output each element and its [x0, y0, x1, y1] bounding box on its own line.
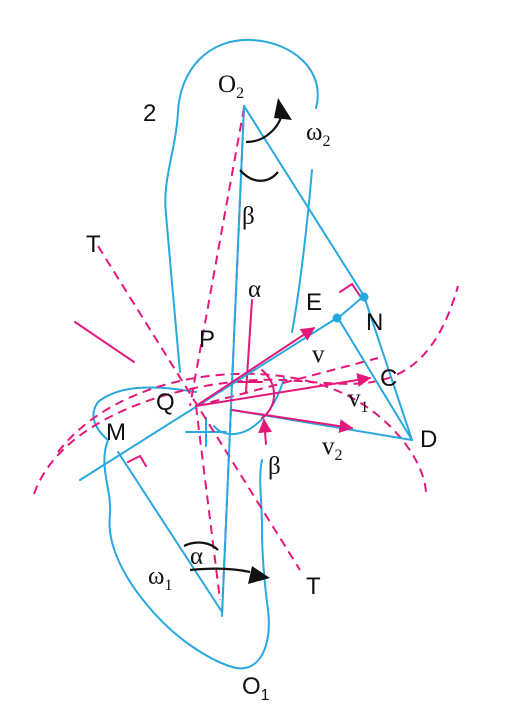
line-q-right	[195, 357, 379, 407]
label-d: D	[420, 426, 437, 453]
gear1-tooth-detail	[185, 417, 227, 447]
label-e: E	[306, 289, 322, 316]
beta-arc-top	[239, 169, 279, 182]
line-e-d	[337, 317, 413, 441]
point-n	[359, 292, 369, 302]
label-v1: v1	[348, 385, 369, 416]
label-m: M	[106, 419, 126, 446]
right-angle-n	[339, 282, 361, 297]
line-o2-q	[189, 107, 245, 407]
alpha-line	[245, 299, 253, 393]
label-v: v	[312, 341, 325, 368]
label-t-bottom: T	[306, 573, 321, 600]
alpha-arc-bottom	[183, 541, 219, 551]
label-n: N	[366, 309, 383, 336]
label-omega2: ω2	[306, 119, 330, 150]
gear1-outline	[92, 386, 270, 670]
right-angle-m	[127, 454, 147, 467]
velocity-v2-arrow	[231, 409, 354, 434]
pitch-circle-gear1	[57, 372, 427, 493]
velocity-v1-arrow	[195, 373, 372, 407]
pitch-circle-gear2	[33, 285, 459, 495]
label-q: Q	[156, 389, 175, 416]
label-v2: v2	[322, 433, 343, 464]
line-o1-m	[117, 451, 223, 613]
label-o2: O2	[218, 71, 244, 102]
label-p: P	[199, 326, 215, 353]
label-gear2: 2	[143, 100, 156, 127]
line-e-n	[337, 295, 365, 319]
label-beta-bottom: β	[268, 453, 281, 480]
label-c: C	[380, 365, 397, 392]
omega1-rotation-arrow	[189, 567, 251, 574]
label-omega1: ω1	[148, 563, 172, 594]
omega1-arrowhead	[248, 566, 270, 584]
beta-arc-bottom	[261, 369, 275, 419]
velocity-v-arrow	[195, 327, 316, 407]
omega2-arrowhead	[274, 98, 292, 120]
label-alpha-top: α	[248, 276, 261, 303]
line-q-o1	[195, 405, 221, 601]
common-tangent	[97, 245, 301, 571]
normal-segment-p	[74, 321, 135, 363]
beta-pointer-arrow	[258, 418, 273, 445]
line-of-action	[79, 315, 341, 481]
label-o1: O1	[242, 673, 270, 704]
label-t-top: T	[86, 231, 101, 258]
line-o2-o1	[221, 105, 245, 617]
label-beta-top: β	[242, 203, 255, 230]
label-alpha-bottom: α	[190, 543, 203, 570]
point-e	[332, 313, 342, 323]
